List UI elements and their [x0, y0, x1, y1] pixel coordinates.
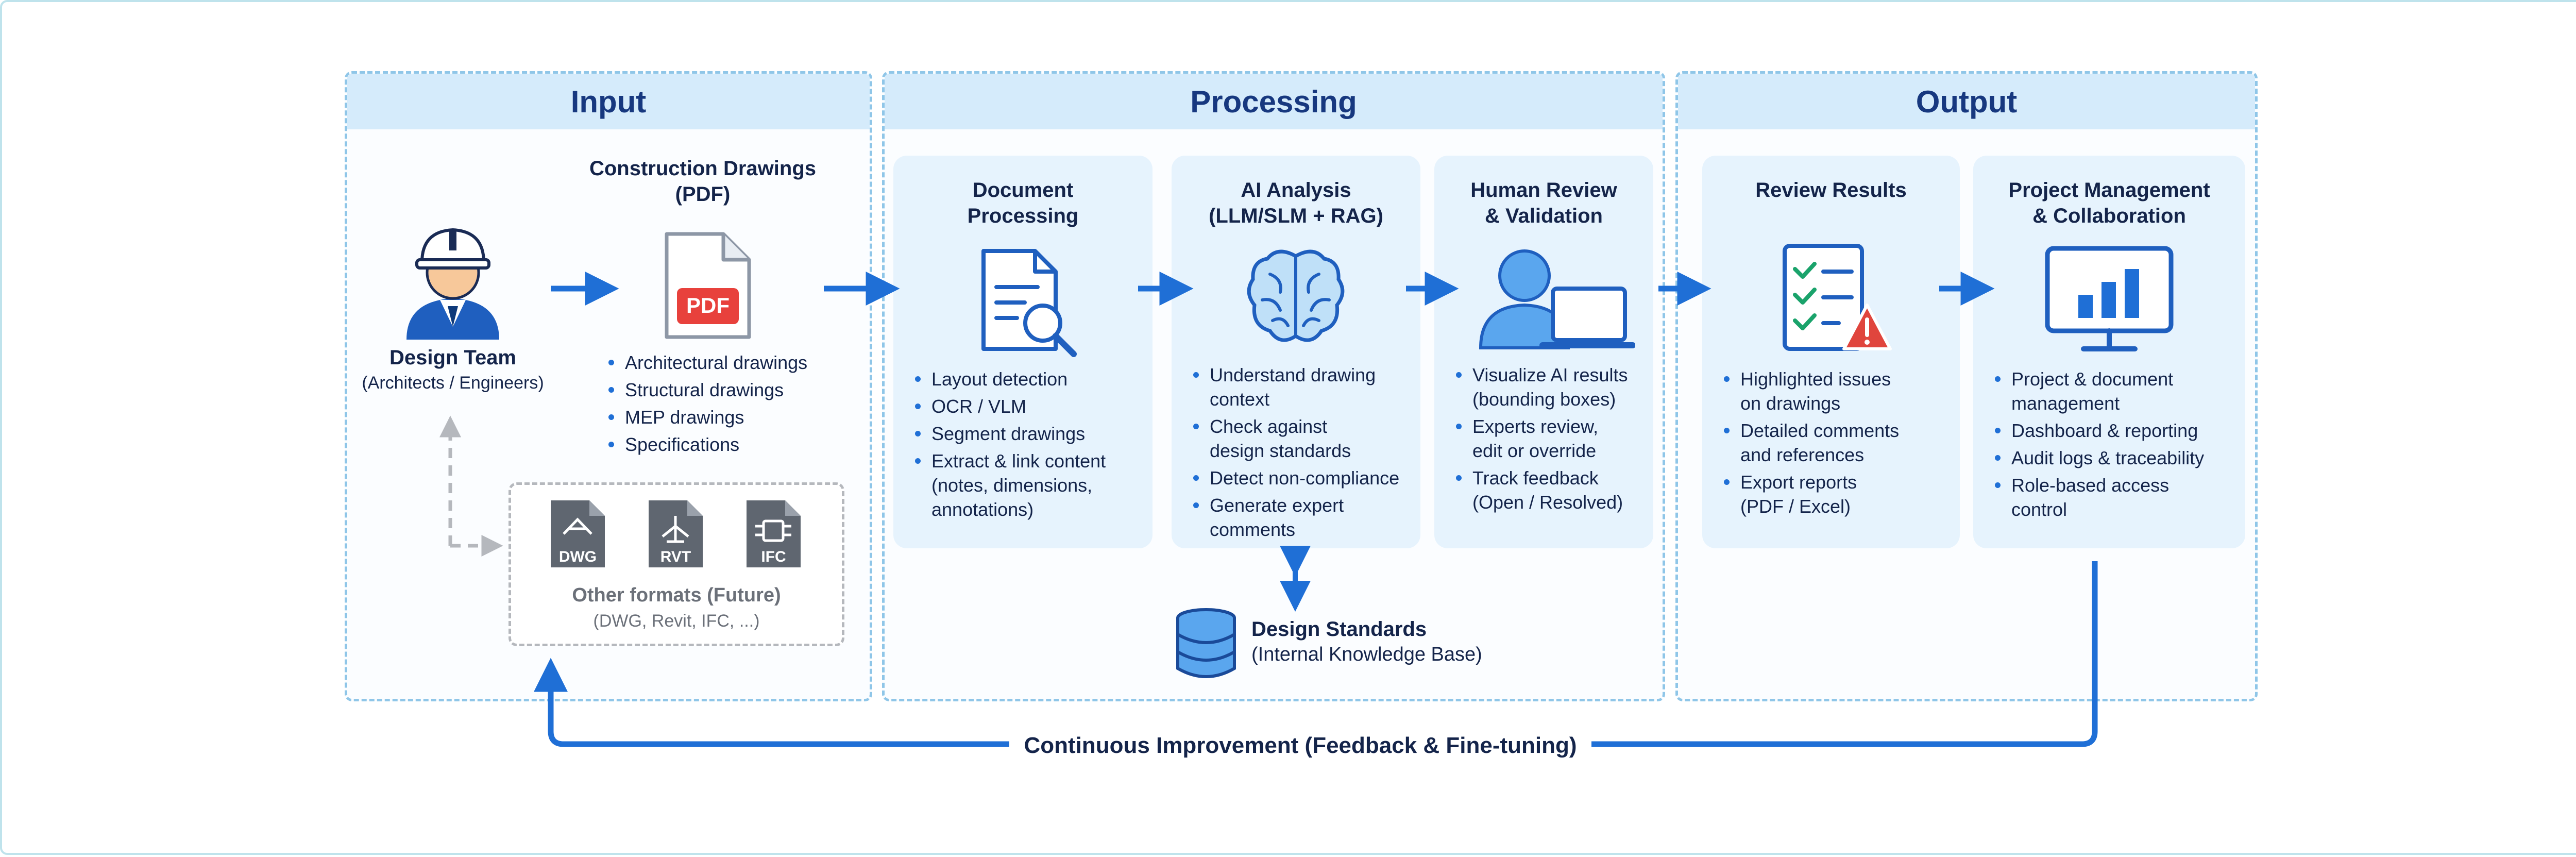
list-item: Audit logs & traceability — [1995, 446, 2269, 470]
list-item: Detailed comments and references — [1724, 418, 1982, 467]
ai-analysis-card: AI Analysis (LLM/SLM + RAG) Understand d… — [1172, 156, 1420, 548]
list-item: Highlighted issues on drawings — [1724, 367, 1982, 415]
list-item: Layout detection — [915, 367, 1174, 391]
dashboard-monitor-icon — [2045, 246, 2174, 351]
brain-icon — [1247, 249, 1345, 342]
ifc-file-icon — [747, 500, 801, 567]
other-formats-subtitle: (DWG, Revit, IFC, ...) — [593, 611, 760, 631]
card-title: AI Analysis (LLM/SLM + RAG) — [1209, 179, 1383, 227]
review-results-card: Review Results Highlighted issues on dra… — [1702, 156, 1960, 548]
card-title: Review Results — [1755, 179, 1907, 201]
list-item: MEP drawings — [608, 405, 893, 429]
checklist-warning-icon — [1783, 244, 1892, 351]
list-item: Specifications — [608, 432, 893, 457]
reviewer-icon — [1479, 249, 1635, 349]
list-item: Understand drawing context — [1193, 363, 1447, 411]
list-item: Detect non-compliance — [1193, 466, 1447, 490]
ai-analysis-list: Understand drawing context Check against… — [1182, 363, 1447, 545]
card-title: Document Processing — [967, 179, 1079, 227]
rvt-label: RVT — [660, 548, 691, 565]
list-item: Extract & link content (notes, dimension… — [915, 449, 1174, 522]
rvt-file-icon — [649, 500, 703, 567]
document-processing-list: Layout detection OCR / VLM Segment drawi… — [904, 367, 1174, 525]
list-item: Architectural drawings — [608, 350, 893, 375]
database-icon — [1176, 608, 1236, 678]
dwg-file-icon — [551, 500, 605, 567]
ifc-label: IFC — [761, 548, 786, 565]
list-item: Export reports (PDF / Excel) — [1724, 470, 1982, 518]
pdf-file-icon — [665, 232, 751, 339]
human-review-card: Human Review & Validation Visualize AI r… — [1434, 156, 1653, 548]
dwg-label: DWG — [558, 548, 597, 565]
output-panel-title: Output — [1678, 74, 2255, 129]
other-formats-title: Other formats (Future) — [572, 584, 781, 606]
list-item: Visualize AI results (bounding boxes) — [1456, 363, 1679, 411]
review-results-list: Highlighted issues on drawings Detailed … — [1713, 367, 1982, 522]
processing-panel-title: Processing — [885, 74, 1663, 129]
list-item: Project & document management — [1995, 367, 2269, 415]
list-item: Experts review, edit or override — [1456, 414, 1679, 463]
project-management-card: Project Management & Collaboration Proje… — [1973, 156, 2245, 548]
list-item: OCR / VLM — [915, 394, 1174, 418]
list-item: Track feedback (Open / Resolved) — [1456, 466, 1679, 514]
human-review-list: Visualize AI results (bounding boxes) Ex… — [1445, 363, 1679, 517]
input-panel-title: Input — [347, 74, 870, 129]
construction-drawings-title: Construction Drawings (PDF) — [589, 157, 817, 206]
design-standards-subtitle: (Internal Knowledge Base) — [1251, 644, 1482, 665]
card-title: Project Management & Collaboration — [2008, 179, 2210, 227]
project-management-list: Project & document management Dashboard … — [1984, 367, 2269, 525]
design-standards-title: Design Standards — [1251, 618, 1427, 641]
list-item: Generate expert comments — [1193, 493, 1447, 542]
list-item: Role-based access control — [1995, 473, 2269, 522]
design-team-subtitle: (Architects / Engineers) — [362, 373, 544, 393]
document-search-icon — [981, 249, 1077, 357]
card-title: Human Review & Validation — [1470, 179, 1617, 227]
feedback-loop-arrow — [534, 561, 2098, 747]
design-team-title: Design Team — [389, 346, 516, 369]
list-item: Dashboard & reporting — [1995, 418, 2269, 443]
list-item: Check against design standards — [1193, 414, 1447, 463]
document-processing-card: Document Processing Layout detection OCR… — [893, 156, 1153, 548]
list-item: Structural drawings — [608, 378, 893, 402]
feedback-loop-label: Continuous Improvement (Feedback & Fine-… — [1009, 730, 1591, 762]
construction-drawings-list: Architectural drawings Structural drawin… — [597, 350, 893, 460]
engineer-icon — [406, 228, 499, 340]
list-item: Segment drawings — [915, 422, 1174, 446]
pdf-badge-label: PDF — [686, 293, 730, 317]
